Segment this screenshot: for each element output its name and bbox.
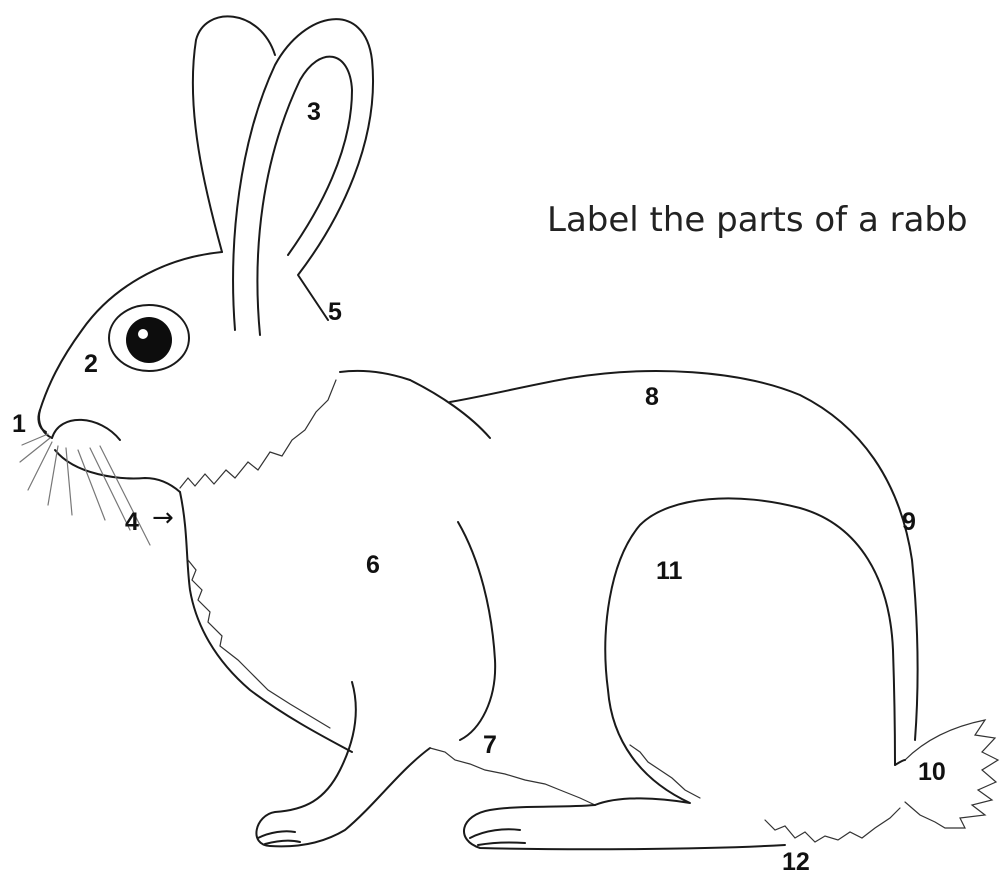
belly-fur bbox=[430, 748, 595, 805]
front-ear-inner bbox=[257, 57, 352, 335]
back-ear bbox=[193, 16, 275, 252]
label-1: 1 bbox=[12, 410, 26, 439]
label-8: 8 bbox=[645, 383, 659, 412]
cheek-fur bbox=[180, 380, 336, 488]
tail-base bbox=[895, 760, 905, 765]
bottom-fur bbox=[765, 808, 900, 842]
mouth bbox=[55, 450, 180, 492]
muzzle bbox=[52, 420, 120, 440]
label-10: 10 bbox=[918, 758, 946, 787]
diagram-title: Label the parts of a rabb bbox=[547, 200, 968, 240]
nose bbox=[38, 410, 46, 432]
label-6: 6 bbox=[366, 551, 380, 580]
eye-ball bbox=[126, 317, 172, 363]
label-12: 12 bbox=[782, 848, 810, 877]
hind-toes bbox=[470, 829, 525, 845]
neck-top bbox=[340, 371, 410, 380]
label-5: 5 bbox=[328, 298, 342, 327]
label-7: 7 bbox=[483, 731, 497, 760]
haunch bbox=[595, 498, 895, 805]
front-toes bbox=[258, 831, 300, 844]
back-outline bbox=[450, 371, 918, 740]
shoulder-line bbox=[410, 380, 490, 438]
front-leg-back bbox=[458, 522, 495, 740]
front-leg bbox=[256, 682, 430, 846]
arrow-icon: → bbox=[152, 503, 174, 533]
label-2: 2 bbox=[84, 350, 98, 379]
front-ear bbox=[233, 19, 373, 330]
label-4: 4 bbox=[125, 508, 139, 537]
eye-glint bbox=[138, 329, 148, 339]
label-3: 3 bbox=[307, 98, 321, 127]
label-9: 9 bbox=[902, 508, 916, 537]
chest-outline bbox=[180, 492, 352, 752]
label-11: 11 bbox=[656, 557, 682, 586]
